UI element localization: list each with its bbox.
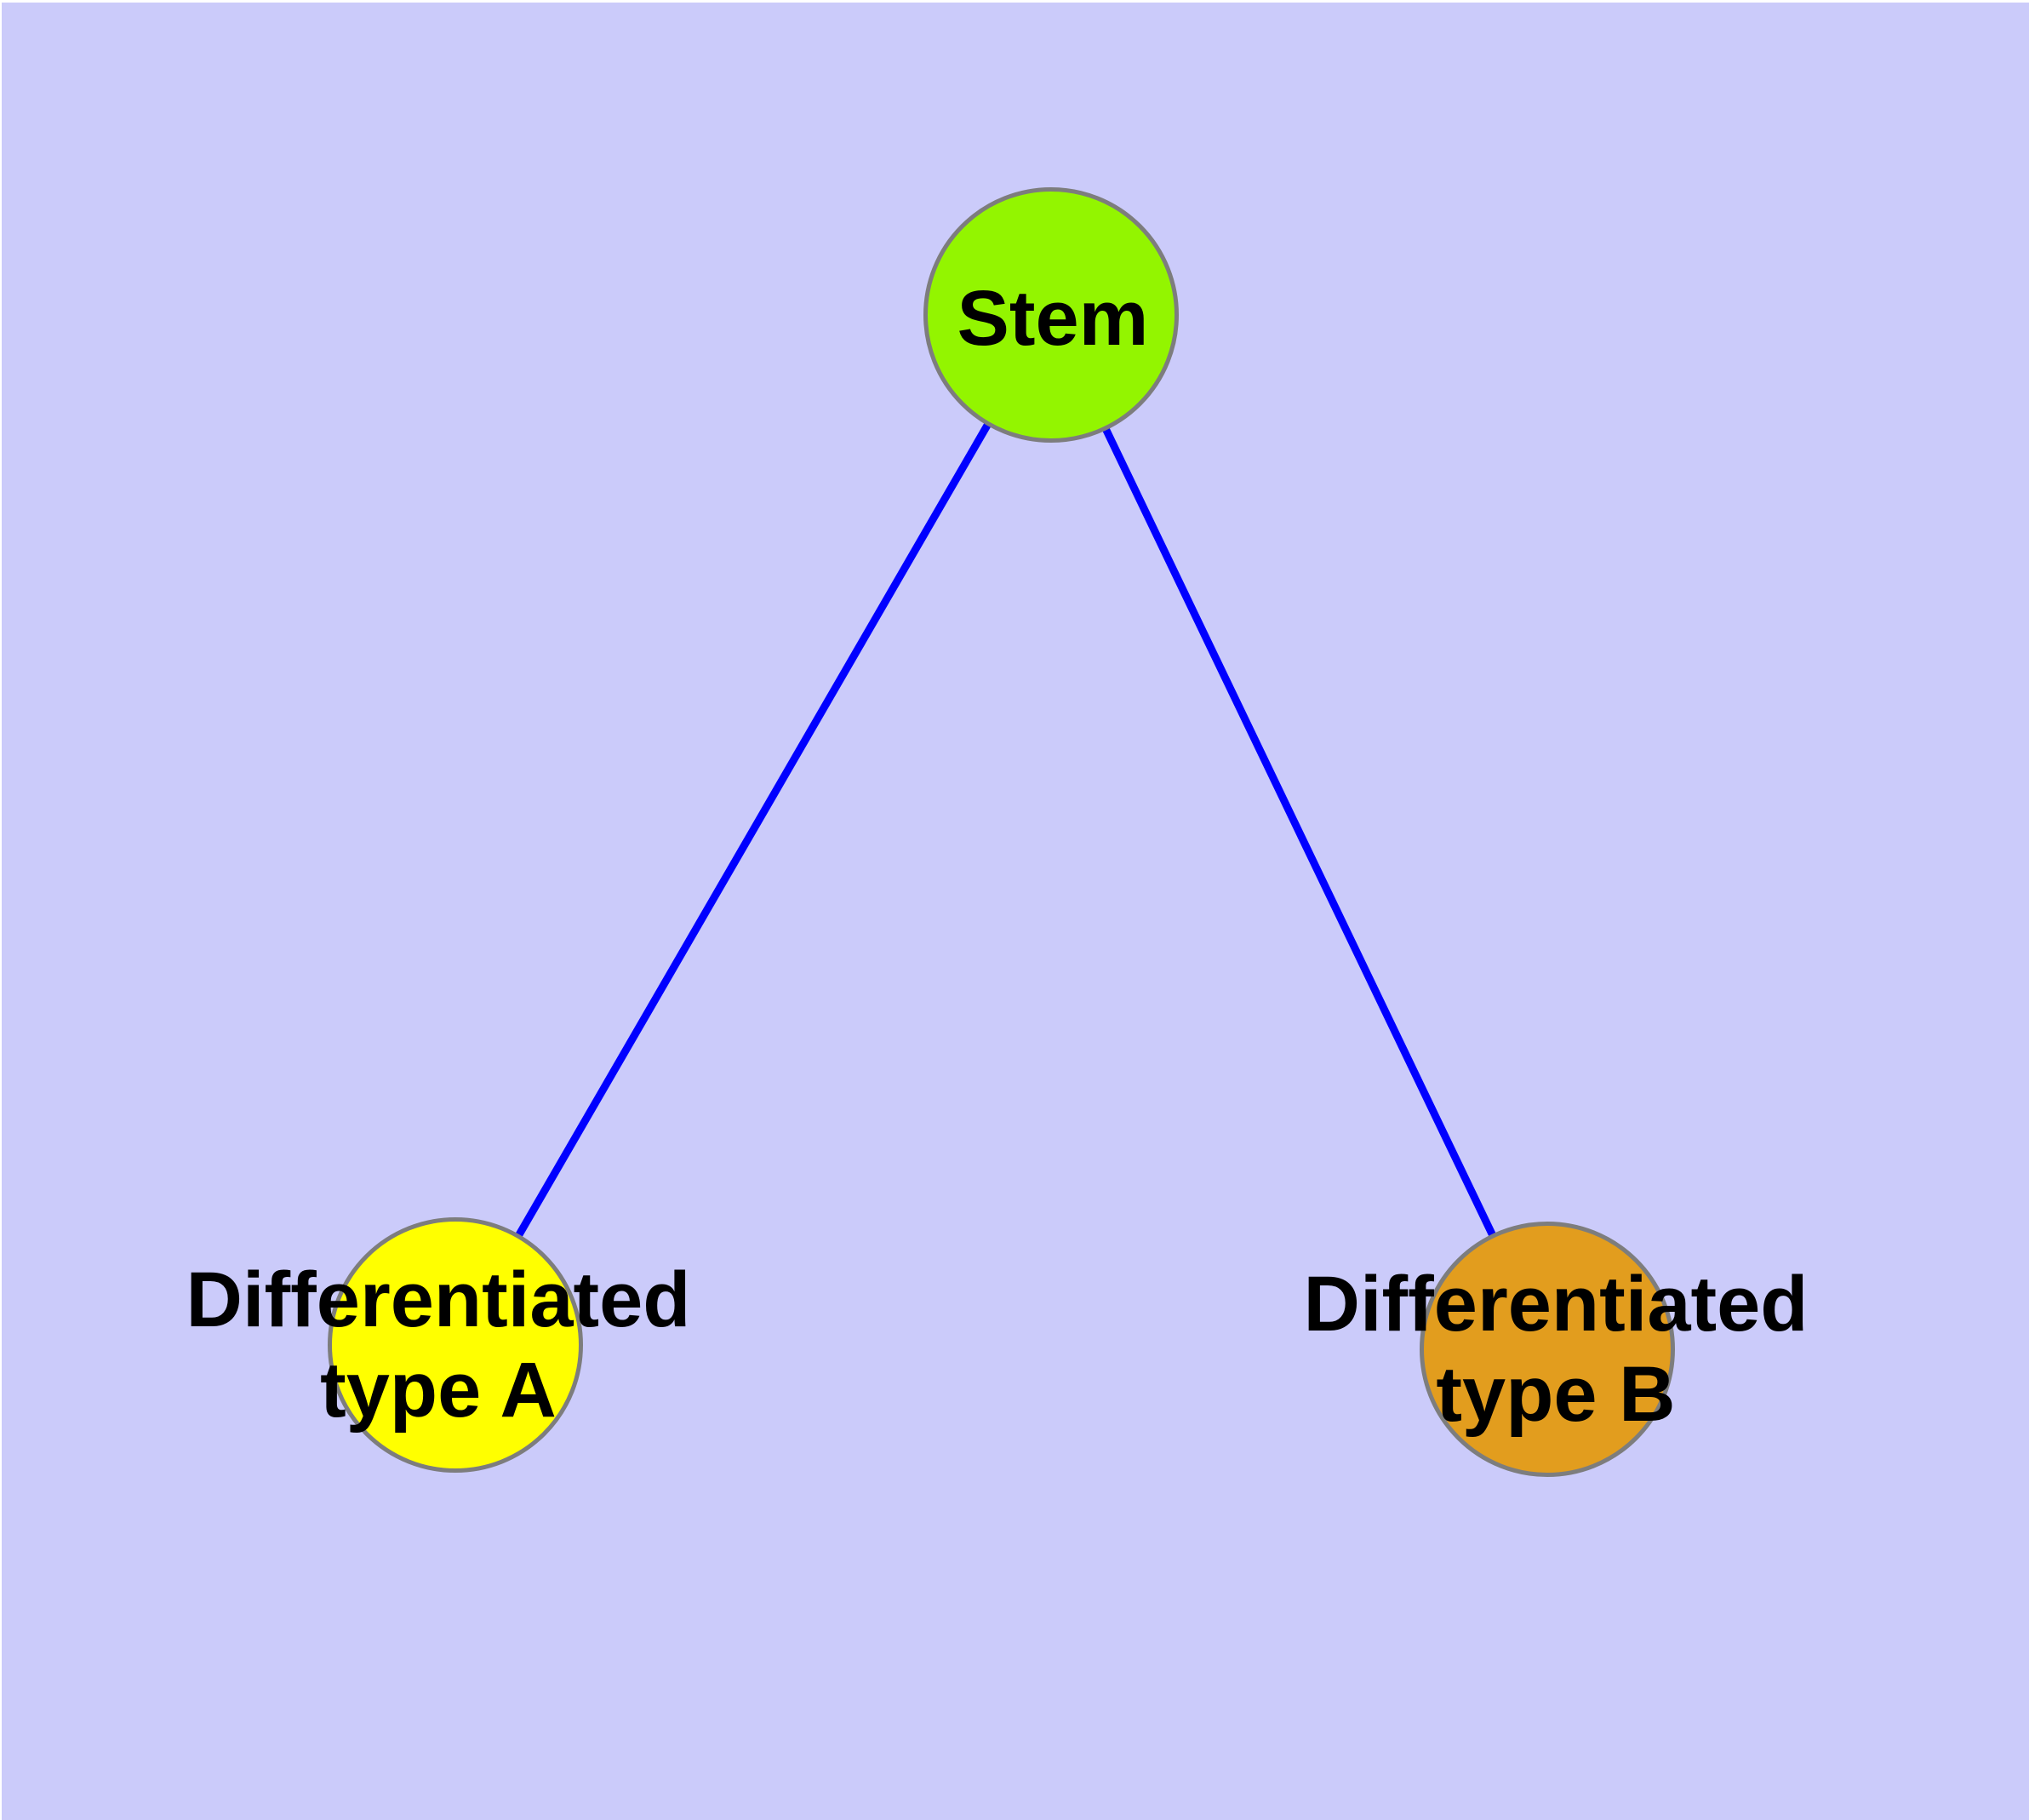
edge-stem-to-type-b — [1047, 313, 1552, 1351]
node-differentiated-type-b-label: Differentiated type B — [1304, 1259, 1809, 1439]
node-differentiated-type-b — [1420, 1222, 1675, 1477]
label-line: Stem — [957, 275, 1149, 362]
node-differentiated-type-a-label: Differentiated type A — [186, 1255, 691, 1435]
label-line: type B — [1436, 1351, 1676, 1438]
edge-stem-to-type-a — [452, 312, 1055, 1348]
node-stem-label: Stem — [957, 273, 1149, 363]
node-stem — [923, 187, 1179, 443]
label-line: type A — [320, 1347, 557, 1434]
label-line: Differentiated — [186, 1256, 691, 1343]
node-differentiated-type-a — [328, 1217, 583, 1473]
label-line: Differentiated — [1303, 1261, 1809, 1348]
